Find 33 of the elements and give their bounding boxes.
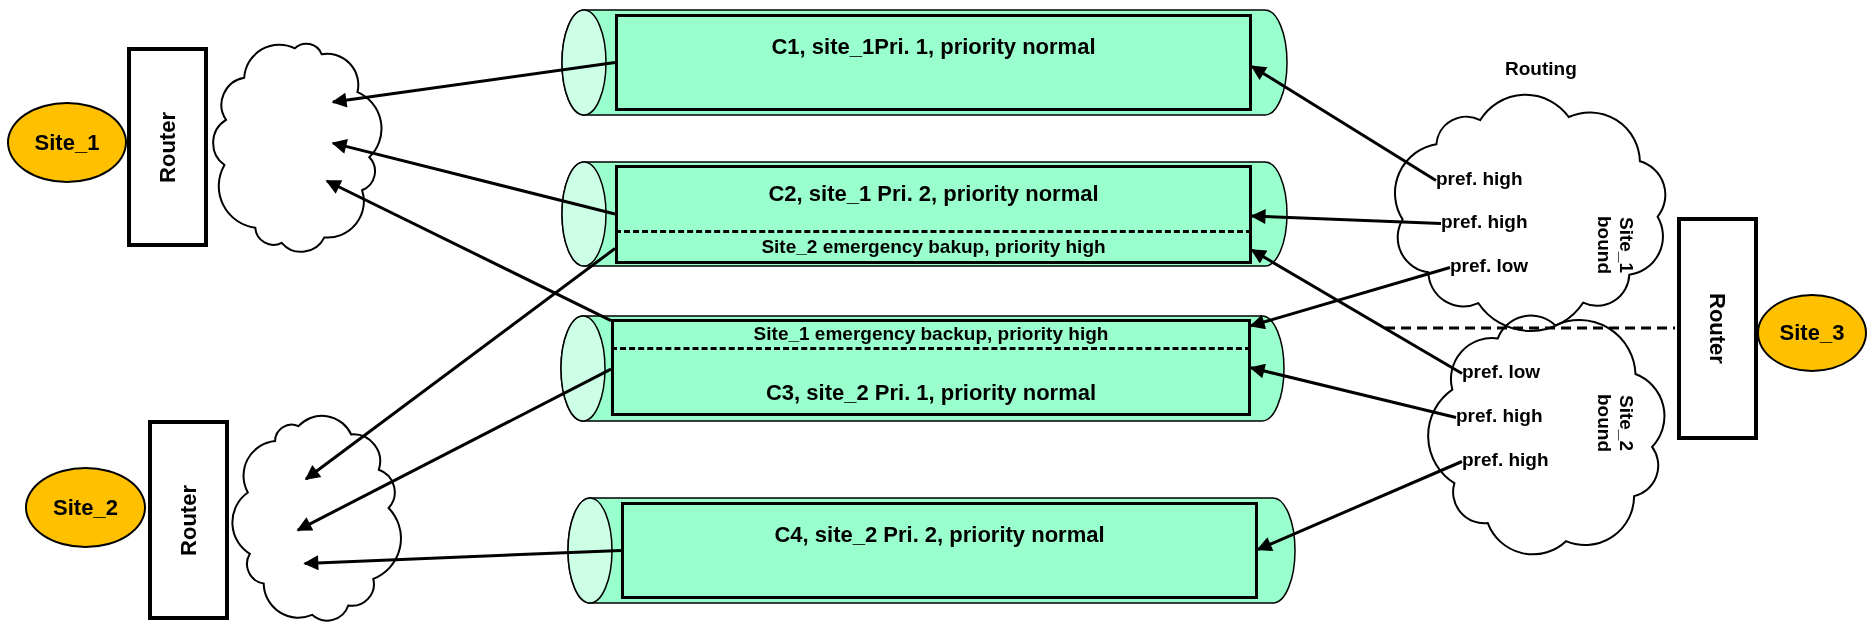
tunnel-box: C3, site_2 Pri. 1, priority normal [611,350,1251,416]
tunnel-box: C4, site_2 Pri. 2, priority normal [621,502,1258,599]
arrow [331,61,616,108]
site-ellipse: Site_3 [1757,294,1867,372]
arrow [1250,248,1463,375]
preference-label: pref. high [1441,211,1528,234]
router-box: Router [127,47,208,247]
preference-label: pref. high [1456,405,1543,428]
arrow [303,549,622,571]
site-ellipse: Site_2 [25,467,146,548]
arrow [1250,209,1442,225]
bound-label: Site_2 bound [1593,393,1637,454]
arrow [331,139,616,216]
backup-section: Site_2 emergency bakup, priority high [615,233,1252,264]
router-box: Router [1677,217,1758,440]
bound-label: Site_1 bound [1593,215,1637,276]
arrow [1250,65,1437,182]
arrow [1249,266,1451,330]
router-box: Router [148,420,229,620]
preference-label: pref. high [1436,168,1523,191]
tunnel-box: C1, site_1Pri. 1, priority normal [615,14,1252,111]
arrow [325,179,612,322]
preference-label: pref. high [1462,449,1549,472]
arrow [1256,460,1463,552]
preference-label: pref. low [1450,255,1529,278]
routing-heading: Routing [1505,58,1577,80]
tunnel-box: C2, site_1 Pri. 2, priority normal [615,165,1252,233]
arrow [304,247,616,481]
preference-label: pref. low [1462,361,1541,384]
arrow [296,367,612,532]
backup-section: Site_1 emergency backup, priority high [611,319,1251,350]
site-ellipse: Site_1 [7,102,127,183]
arrow [1249,363,1457,419]
